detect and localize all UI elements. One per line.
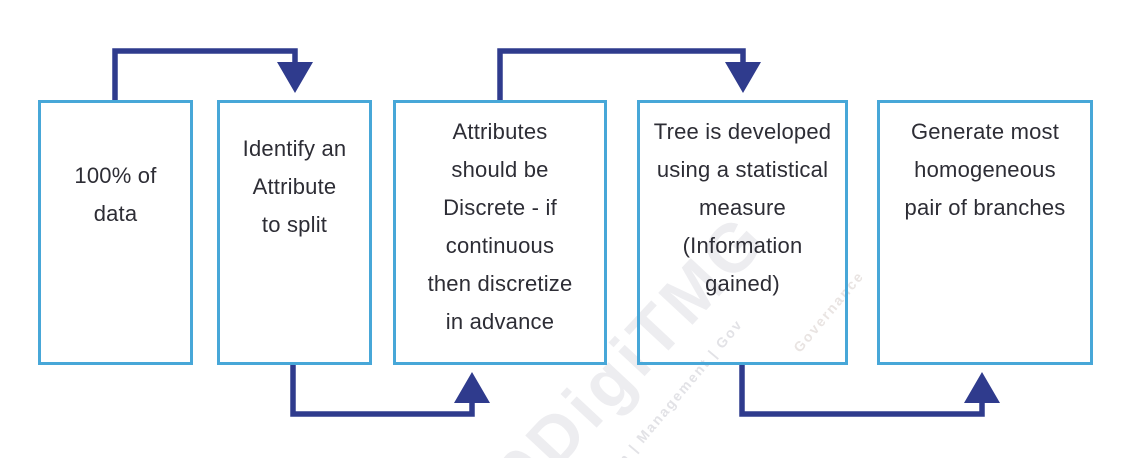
arrow-step4-to-step5 bbox=[739, 365, 1000, 417]
arrow-step1-to-step2 bbox=[112, 48, 313, 100]
arrow-step2-to-step3 bbox=[290, 365, 490, 417]
arrow-step3-to-step4 bbox=[497, 48, 761, 100]
